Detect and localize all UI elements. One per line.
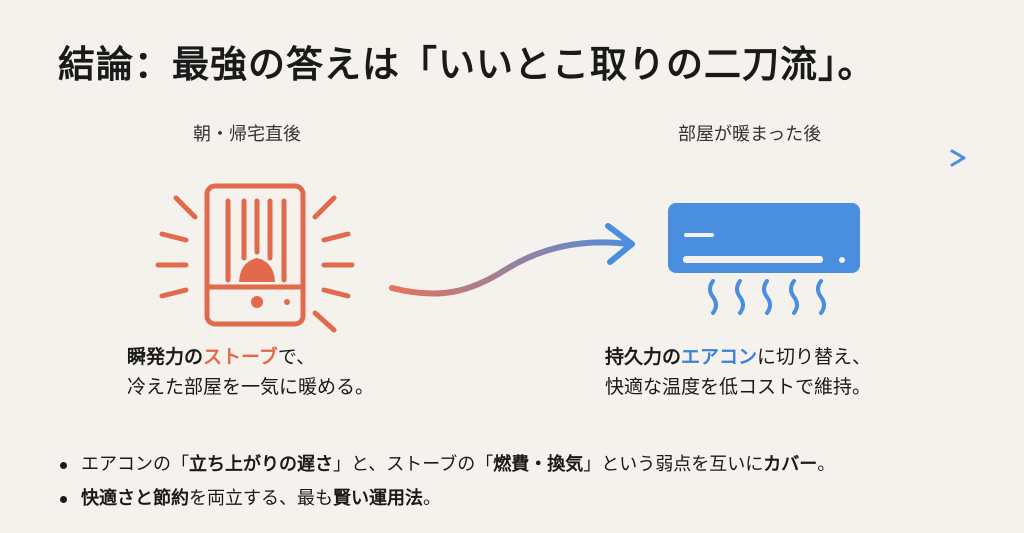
caption-text: で、 — [277, 346, 316, 368]
bullet-segment: を両立する、最も — [189, 488, 333, 509]
caption-text: に切り替え、 — [757, 346, 872, 368]
curved-arrow-icon — [389, 223, 635, 297]
timeline-label-morning: 朝・帰宅直後 — [193, 124, 301, 145]
caption-bold: 持久力の — [605, 346, 682, 368]
bullet-bold: カバー — [763, 454, 818, 475]
bullet-text: エアコンの「立ち上がりの遅さ」と、ストーブの「燃費・換気」という弱点を互いにカバ… — [81, 448, 835, 482]
bullet-segment: 。 — [817, 454, 836, 475]
bullet-item: エアコンの「立ち上がりの遅さ」と、ストーブの「燃費・換気」という弱点を互いにカバ… — [60, 448, 835, 482]
timeline-arrow — [58, 149, 966, 167]
caption-accent-stove: ストーブ — [203, 346, 278, 368]
bullet-segment: エアコンの「 — [81, 454, 189, 475]
ac-caption: 持久力のエアコンに切り替え、 快適な温度を低コストで維持。 — [605, 342, 925, 402]
bullet-item: 快適さと節約を両立する、最も賢い運用法。 — [60, 482, 835, 516]
heater-caption-line2: 冷えた部屋を一気に暖める。 — [127, 376, 375, 398]
heater-caption: 瞬発力のストーブで、 冷えた部屋を一気に暖める。 — [127, 342, 399, 402]
air-conditioner-icon — [668, 203, 860, 315]
ac-caption-line2: 快適な温度を低コストで維持。 — [605, 376, 872, 398]
ac-caption-line1: 持久力のエアコンに切り替え、 — [605, 342, 925, 372]
bullet-segment: 」と、ストーブの「 — [333, 454, 494, 475]
bullet-segment: 。 — [423, 488, 441, 509]
summary-bullets: エアコンの「立ち上がりの遅さ」と、ストーブの「燃費・換気」という弱点を互いにカバ… — [60, 448, 835, 516]
bullet-text: 快適さと節約を両立する、最も賢い運用法。 — [81, 482, 441, 516]
caption-bold: 瞬発力の — [127, 346, 204, 368]
timeline-label-warm: 部屋が暖まった後 — [678, 124, 822, 145]
page-title: 結論：最強の答えは「いいとこ取りの二刀流」。 — [58, 43, 876, 86]
bullet-bold: 燃費・換気 — [493, 454, 584, 475]
caption-accent-aircon: エアコン — [681, 346, 758, 368]
bullet-bold: 賢い運用法 — [333, 488, 423, 509]
bullet-segment: 」という弱点を互いに — [583, 454, 764, 475]
bullet-dot — [60, 461, 67, 469]
bullet-dot — [60, 495, 67, 503]
heater-icon — [155, 183, 355, 333]
heater-caption-line1: 瞬発力のストーブで、 — [127, 342, 399, 372]
bullet-bold: 立ち上がりの遅さ — [189, 454, 333, 475]
bullet-bold: 快適さと節約 — [81, 488, 189, 509]
